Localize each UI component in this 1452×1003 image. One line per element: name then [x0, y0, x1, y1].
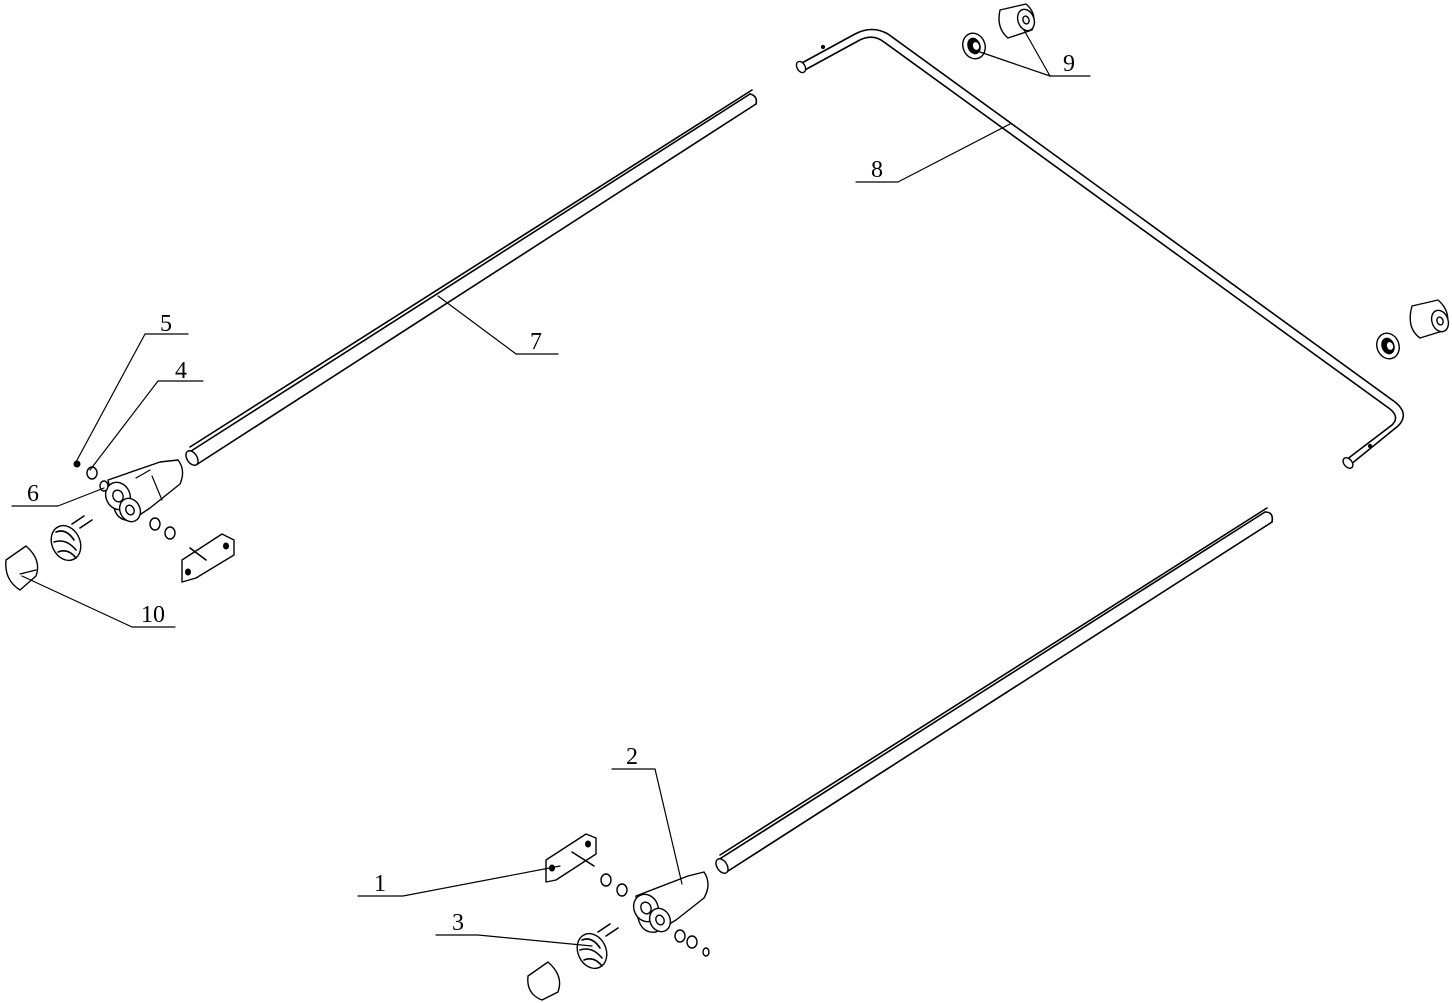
leader-6 — [11, 487, 105, 507]
part-7-tube-lower — [715, 507, 1274, 874]
label-3: 3 — [452, 910, 464, 936]
label-7: 7 — [530, 329, 542, 355]
part-10-clip-left — [5, 545, 39, 591]
clip-lower — [527, 961, 561, 1001]
leader-8 — [855, 123, 1011, 183]
label-9: 9 — [1063, 51, 1075, 77]
leader-7 — [437, 295, 559, 355]
washers-lower — [600, 873, 628, 897]
part-7-tube-upper — [185, 89, 758, 466]
bracket-left — [181, 533, 235, 583]
washers-left — [149, 517, 176, 540]
label-8: 8 — [871, 157, 883, 183]
leader-lines — [11, 29, 1091, 947]
leader-4 — [89, 380, 204, 471]
washers-lower-2 — [674, 929, 710, 957]
label-2: 2 — [626, 744, 638, 770]
leader-1 — [357, 865, 561, 897]
label-1: 1 — [374, 871, 386, 897]
part-3-spring — [576, 923, 619, 970]
part-8-bent-rod — [795, 28, 1405, 469]
spring-left — [50, 515, 93, 562]
part-9-bushing-top — [962, 3, 1036, 60]
leader-2 — [611, 768, 683, 885]
label-10: 10 — [141, 602, 165, 628]
leader-9b — [979, 51, 1051, 77]
leader-5 — [75, 333, 189, 463]
leader-3 — [435, 934, 593, 947]
label-6: 6 — [27, 481, 39, 507]
part-4-washer-left — [86, 466, 109, 492]
part-9-bushing-right — [1376, 299, 1450, 360]
part-5-pin-left — [73, 460, 81, 468]
label-5: 5 — [160, 311, 172, 337]
part-1-bracket — [545, 833, 597, 883]
part-2-yoke — [632, 871, 709, 933]
label-4: 4 — [175, 358, 187, 384]
leader-9a — [1023, 29, 1091, 77]
leader-10 — [21, 575, 176, 628]
part-6-yoke-left — [104, 459, 184, 523]
